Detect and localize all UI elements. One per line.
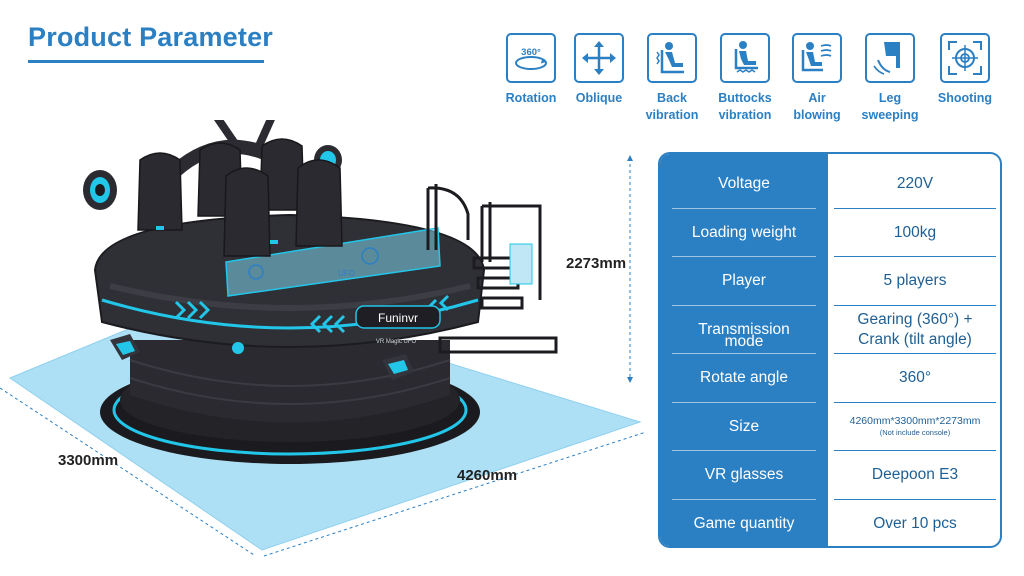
spec-key-line1: Transmission <box>698 320 790 338</box>
dimension-height: 2273mm <box>566 255 627 272</box>
spec-key: VR glasses <box>660 451 828 500</box>
spec-row: Player 5 players <box>660 257 1000 306</box>
feature-buttocks-vibration: Buttocks vibration <box>708 33 782 124</box>
spec-row: Size 4260mm*3300mm*2273mm (Not include c… <box>660 403 1000 452</box>
spec-key: Game quantity <box>693 514 795 532</box>
page-title: Product Parameter <box>28 22 273 52</box>
spec-value: Over 10 pcs <box>873 514 957 532</box>
feature-back-vibration: Back vibration <box>635 33 709 124</box>
side-pod-left <box>110 334 140 360</box>
brand-logo-text: Funinvr <box>378 311 418 325</box>
spec-row: Voltage 220V <box>660 160 1000 209</box>
feature-oblique: Oblique <box>562 33 636 107</box>
spec-value-size: 4260mm*3300mm*2273mm <box>849 415 981 428</box>
spec-key: Loading weight <box>660 209 828 258</box>
spec-key: Player <box>660 257 828 306</box>
air-blowing-icon <box>792 33 842 83</box>
dimension-depth: 3300mm <box>58 452 119 469</box>
spec-value: 4260mm*3300mm*2273mm (Not include consol… <box>828 403 1000 452</box>
fan-left <box>83 170 117 210</box>
feature-label-line2: vibration <box>645 108 699 122</box>
console-sign <box>509 243 533 285</box>
feature-label-line2: blowing <box>793 108 841 122</box>
spec-table-key-column <box>660 154 828 546</box>
spec-row: Loading weight 100kg <box>660 209 1000 258</box>
back-vibration-icon <box>647 33 697 83</box>
feature-label: Back <box>657 91 687 105</box>
feature-air-blowing: Air blowing <box>780 33 854 124</box>
spec-value-line2: Crank (tilt angle) <box>858 330 972 348</box>
feature-label: Air <box>808 91 826 105</box>
spec-value: 100kg <box>828 209 1000 258</box>
spec-key-line2: mode <box>724 332 764 350</box>
spec-value: Deepoon E3 <box>828 451 1000 500</box>
spec-value-line1: Gearing (360°) + <box>857 310 973 328</box>
rotation-360-icon: 360° <box>506 33 556 83</box>
dimension-width: 4260mm <box>457 467 518 484</box>
feature-label: Rotation <box>505 91 557 105</box>
spec-value: 220V <box>828 160 1000 209</box>
access-stairs <box>426 184 558 354</box>
dimension-lines <box>0 158 647 557</box>
feature-label-line2: sweeping <box>861 108 919 122</box>
feature-rotation: 360° Rotation <box>494 33 568 107</box>
chevron-lights <box>174 294 450 334</box>
product-illustration: Funinvr VR Magic UFO UFO <box>0 120 647 557</box>
feature-label: Leg <box>878 91 902 105</box>
spec-row: VR glasses Deepoon E3 <box>660 451 1000 500</box>
feature-label: Buttocks <box>718 91 772 105</box>
seats <box>137 138 343 257</box>
shooting-crosshair-icon <box>940 33 990 83</box>
spec-key: Transmission mode <box>660 306 828 355</box>
feature-label: Oblique <box>575 91 623 105</box>
spec-key: Voltage <box>660 160 828 209</box>
feature-label-line2: vibration <box>718 108 772 122</box>
spec-key: Size <box>660 403 828 452</box>
spec-row: Transmission mode Gearing (360°) + Crank… <box>660 306 1000 355</box>
title-underline <box>28 60 264 63</box>
rotation-icon-text: 360° <box>521 47 541 58</box>
feature-shooting: Shooting <box>928 33 1002 107</box>
spec-value: Gearing (360°) + Crank (tilt angle) <box>828 306 1000 355</box>
spec-value-note: (Not include console) <box>879 428 951 438</box>
spec-row: Game quantity Over 10 pcs <box>660 500 1000 547</box>
model-tag-text: VR Magic UFO <box>376 339 417 345</box>
spec-key: Rotate angle <box>660 354 828 403</box>
spec-table: Voltage 220V Loading weight 100kg Player… <box>658 152 1002 548</box>
leg-sweeping-icon <box>865 33 915 83</box>
feature-leg-sweeping: Leg sweeping <box>853 33 927 124</box>
spec-value: 360° <box>828 354 1000 403</box>
spec-row: Rotate angle 360° <box>660 354 1000 403</box>
oblique-arrows-icon <box>574 33 624 83</box>
side-pod-right <box>382 354 414 380</box>
buttocks-vibration-icon <box>720 33 770 83</box>
console-screen-text: UFO <box>338 269 355 278</box>
spec-value: 5 players <box>828 257 1000 306</box>
feature-label: Shooting <box>937 91 993 105</box>
